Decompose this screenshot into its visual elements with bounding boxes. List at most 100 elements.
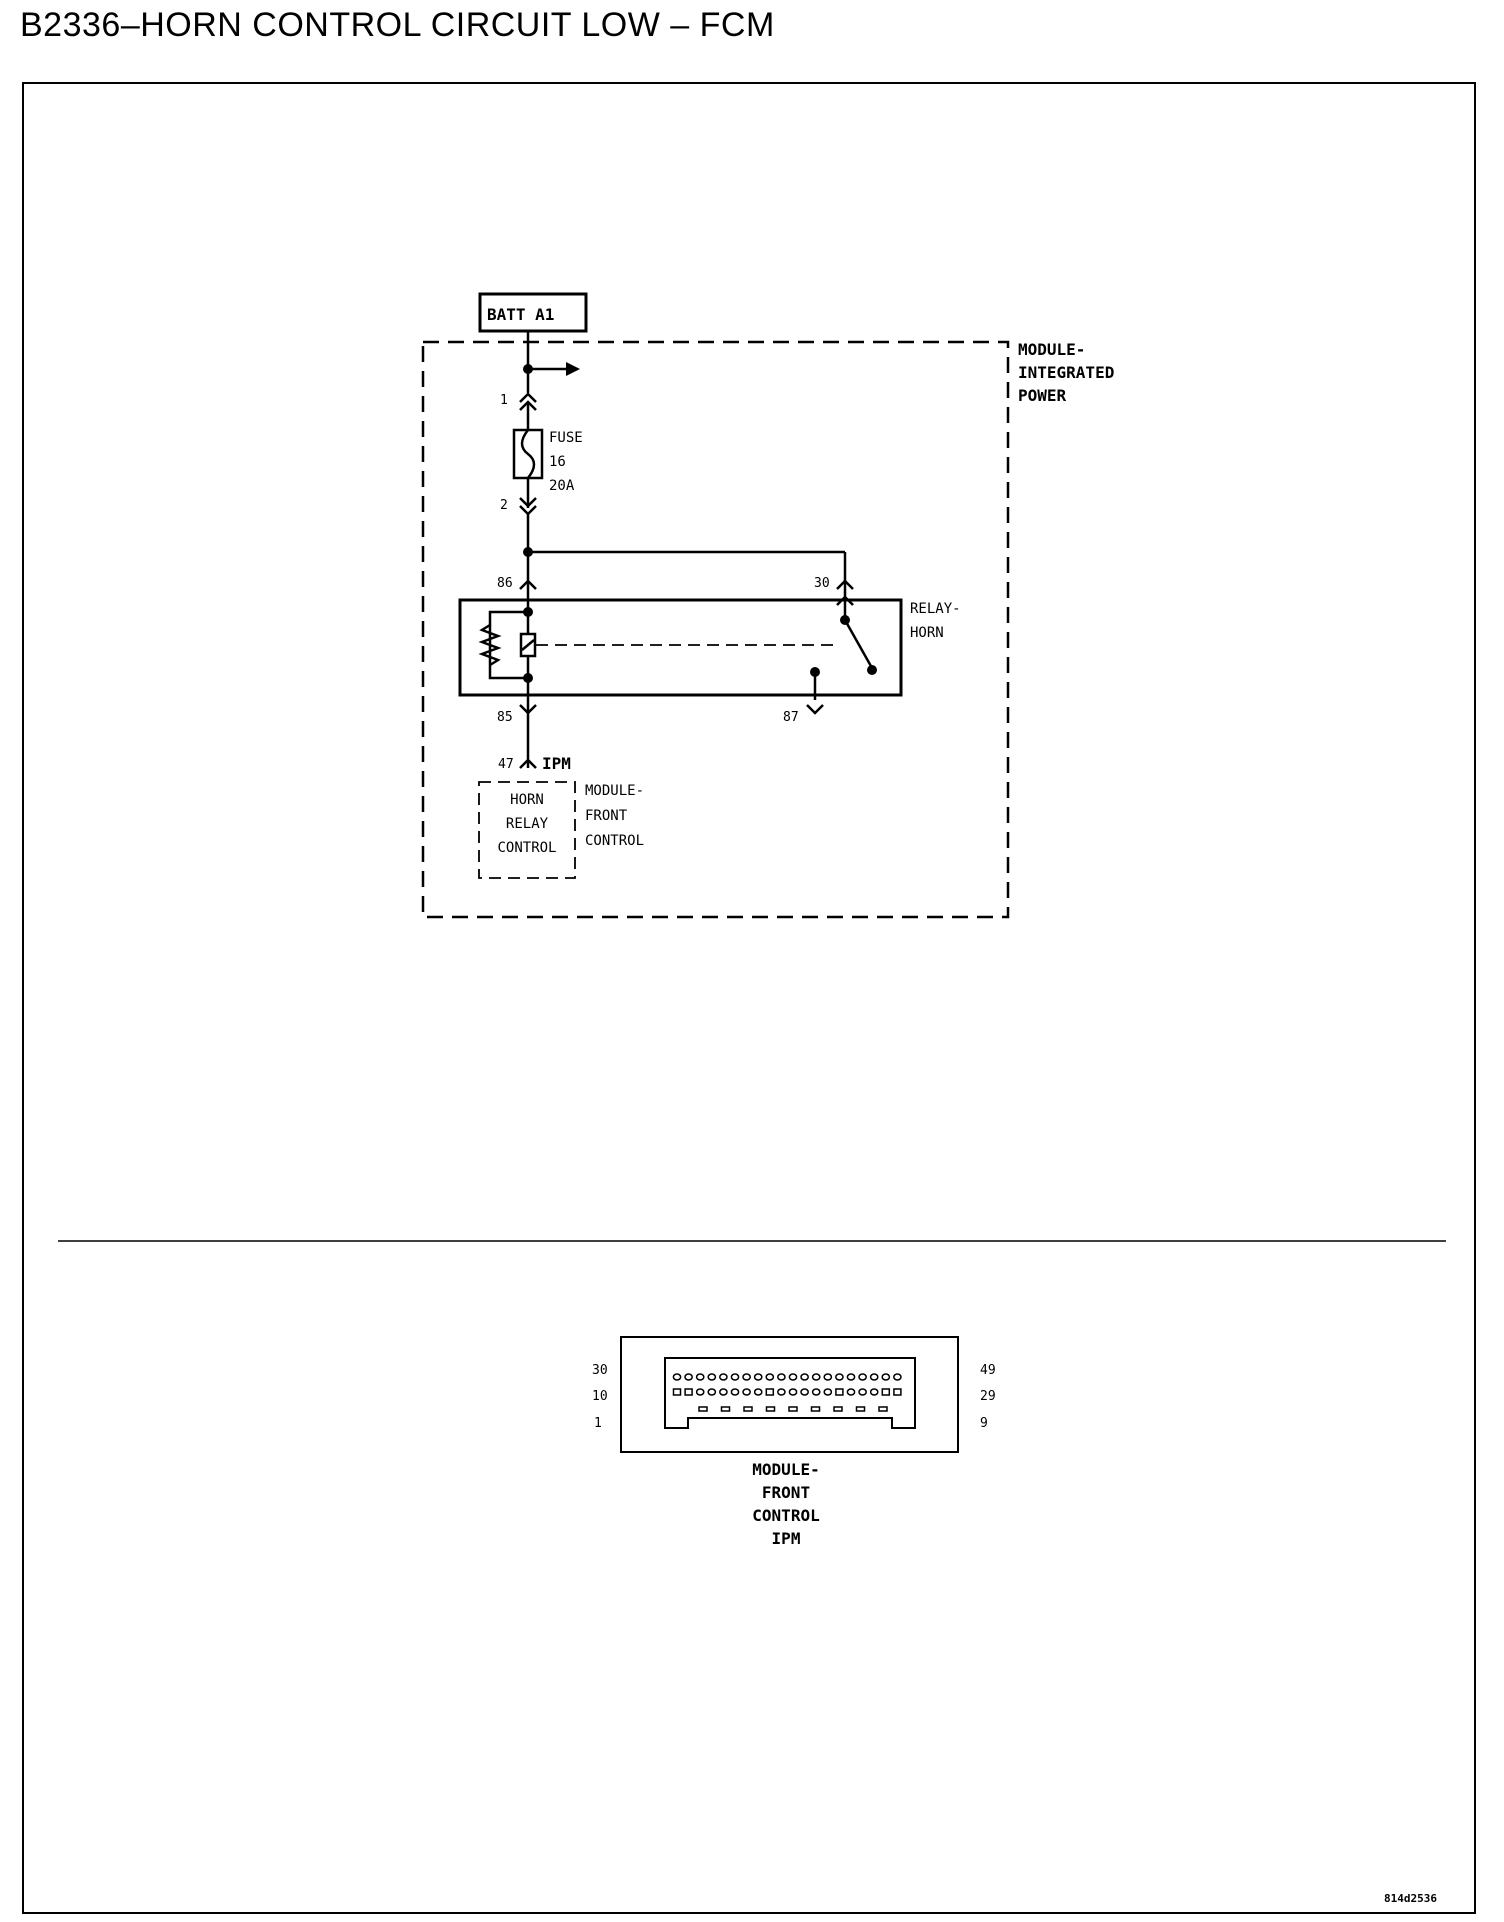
connector-pin-cavity bbox=[855, 1406, 866, 1412]
connector-pin-cavity bbox=[698, 1406, 708, 1412]
connector-pin-cavity bbox=[893, 1388, 902, 1396]
relay-switch-icon bbox=[843, 619, 874, 669]
connector-pin-cavity bbox=[672, 1388, 682, 1396]
connector-pin-cavity bbox=[684, 1388, 693, 1396]
connector-chevron-icon bbox=[836, 579, 854, 590]
horn-relay-box bbox=[458, 598, 903, 697]
fcm-module-label-2: FRONT bbox=[585, 808, 628, 824]
relay-label-2: HORN bbox=[910, 625, 944, 641]
connector-chevron-icon bbox=[519, 392, 537, 403]
connector-pin-cavity bbox=[684, 1373, 693, 1381]
fcm-module-boundary bbox=[478, 781, 576, 879]
connector-pin-cavity bbox=[719, 1388, 728, 1396]
connector-pin-cavity bbox=[720, 1406, 731, 1412]
relay-pin-86: 86 bbox=[497, 576, 513, 591]
connector-pin-cavity bbox=[811, 1373, 821, 1381]
connector-pin-cavity bbox=[707, 1373, 717, 1381]
connector-pin-cavity bbox=[835, 1373, 844, 1381]
horn-relay-control-1: HORN bbox=[510, 792, 544, 808]
connector-pin-cavity bbox=[788, 1406, 798, 1412]
connector-pin-cavity bbox=[823, 1373, 833, 1381]
connector-module-label-3: CONTROL bbox=[752, 1506, 819, 1525]
fuse-label-3: 20A bbox=[549, 478, 575, 494]
figure-code: 814d2536 bbox=[1384, 1892, 1437, 1905]
connector-left-pin-30: 30 bbox=[592, 1363, 608, 1378]
connector-pin-cavity bbox=[800, 1373, 809, 1381]
connector-pin-cavity bbox=[695, 1373, 705, 1381]
branch-arrow-icon bbox=[566, 362, 580, 376]
connector-pin-cavity bbox=[881, 1388, 891, 1396]
connector-pin-cavity bbox=[858, 1388, 867, 1396]
connector-pin-cavity bbox=[742, 1373, 751, 1381]
diagram-frame bbox=[22, 82, 1476, 1914]
connector-pin-cavity bbox=[765, 1373, 775, 1381]
connector-pin-cavity bbox=[869, 1388, 879, 1396]
batt-box bbox=[478, 292, 588, 333]
relay-label-1: RELAY- bbox=[910, 601, 961, 617]
connector-housing bbox=[620, 1336, 959, 1453]
fcm-connector-tag: IPM bbox=[542, 754, 571, 773]
connector-face bbox=[664, 1357, 916, 1429]
fuse-pin-out: 2 bbox=[500, 498, 508, 513]
ipm-module-label-2: INTEGRATED bbox=[1018, 363, 1114, 382]
page-title: B2336–HORN CONTROL CIRCUIT LOW – FCM bbox=[20, 6, 775, 44]
connector-pin-cavity bbox=[800, 1388, 809, 1396]
connector-pin-cavity bbox=[695, 1388, 705, 1396]
ipm-module-boundary bbox=[421, 340, 1010, 919]
batt-label: BATT A1 bbox=[487, 305, 554, 324]
connector-pin-cavity bbox=[788, 1388, 798, 1396]
fcm-module-label-3: CONTROL bbox=[585, 833, 644, 849]
pin-row-bottom bbox=[698, 1406, 888, 1412]
fcm-pin-47: 47 bbox=[498, 757, 514, 772]
connector-pin-cavity bbox=[719, 1373, 728, 1381]
connector-pin-cavity bbox=[846, 1388, 856, 1396]
connector-pin-cavity bbox=[811, 1388, 821, 1396]
horn-relay-control-3: CONTROL bbox=[497, 840, 556, 856]
ipm-module-label-3: POWER bbox=[1018, 386, 1067, 405]
connector-pin-cavity bbox=[730, 1373, 740, 1381]
connector-pin-cavity bbox=[777, 1373, 786, 1381]
connector-module-label-2: FRONT bbox=[762, 1483, 810, 1502]
connector-pin-cavity bbox=[765, 1388, 775, 1396]
connector-pin-cavity bbox=[833, 1406, 843, 1412]
fcm-module-label-1: MODULE- bbox=[585, 783, 644, 799]
pin-row-top bbox=[672, 1373, 902, 1381]
connector-pin-cavity bbox=[858, 1373, 867, 1381]
connector-pin-cavity bbox=[823, 1388, 833, 1396]
connector-pin-cavity bbox=[893, 1373, 902, 1381]
relay-pin-85: 85 bbox=[497, 710, 513, 725]
connector-chevron-icon bbox=[519, 497, 537, 508]
connector-pin-cavity bbox=[869, 1373, 879, 1381]
connector-chevron-icon bbox=[836, 595, 854, 606]
connector-pin-cavity bbox=[743, 1406, 753, 1412]
fuse-label-1: FUSE bbox=[549, 430, 583, 446]
connector-module-label-1: MODULE- bbox=[752, 1460, 819, 1479]
connector-pin-cavity bbox=[765, 1406, 776, 1412]
connector-pin-cavity bbox=[878, 1406, 888, 1412]
connector-pin-cavity bbox=[753, 1388, 763, 1396]
connector-chevron-icon bbox=[806, 704, 824, 715]
connector-left-pin-10: 10 bbox=[592, 1389, 608, 1404]
connector-pin-cavity bbox=[777, 1388, 786, 1396]
relay-pin-30: 30 bbox=[814, 576, 830, 591]
connector-right-pin-9: 9 bbox=[980, 1416, 988, 1431]
connector-pin-cavity bbox=[730, 1388, 740, 1396]
horn-relay-control-2: RELAY bbox=[506, 816, 549, 832]
connector-pin-cavity bbox=[753, 1373, 763, 1381]
connector-module-label-4: IPM bbox=[772, 1529, 801, 1548]
resistor-icon bbox=[478, 623, 502, 667]
connector-right-pin-49: 49 bbox=[980, 1363, 996, 1378]
connector-pin-cavity bbox=[881, 1373, 891, 1381]
connector-chevron-icon bbox=[519, 758, 537, 769]
ipm-module-label-1: MODULE- bbox=[1018, 340, 1085, 359]
pin-row-middle bbox=[672, 1388, 902, 1396]
connector-chevron-icon bbox=[519, 579, 537, 590]
wire-segment bbox=[521, 639, 535, 651]
connector-right-pin-29: 29 bbox=[980, 1389, 996, 1404]
connector-pin-cavity bbox=[707, 1388, 717, 1396]
splice-dot bbox=[867, 665, 877, 675]
relay-pin-87: 87 bbox=[783, 710, 799, 725]
fuse-element-icon bbox=[520, 429, 536, 479]
connector-pin-cavity bbox=[810, 1406, 821, 1412]
